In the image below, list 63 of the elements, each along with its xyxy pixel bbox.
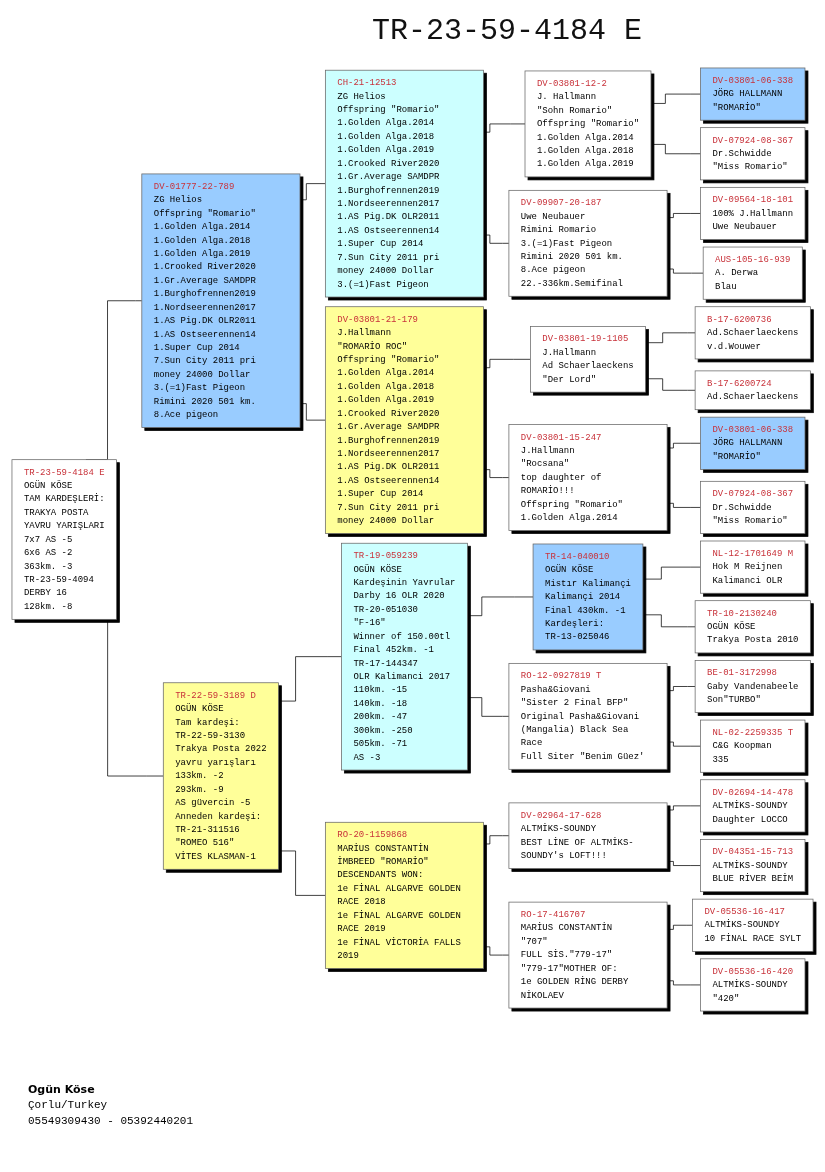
node-box: TR-10-2130240 OGÜN KÖSE Trakya Posta 2010 [694,600,811,654]
node-box: DV-03801-19-1105 J.Hallmann Ad Schaerlaeckens "Der Lord" [530,326,646,393]
node-box: DV-03801-06-338 JÖRG HALLMANN "ROMARİO" [700,416,806,470]
location-text: Çorlu/Turkey [28,1097,108,1113]
node-box: DV-05536-16-420 ALTMİKS-SOUNDY "420" [700,958,806,1012]
node-box: TR-22-59-3189 D OGÜN KÖSE Tam kardeşi: TR-22-59-3130 Trakya Posta 2022 yavru yarışları 133km. -2 293km. -9 AS güvercin -5 Anneden kardeşi: TR-21-311516 "ROMEO 516" VİTES KLASMAN-1 [162,682,279,870]
connector [666,502,701,508]
connector [666,686,696,691]
node-box: CH-21-12513 ZG Helios Offspring "Romario" 1.Golden Alga.2014 1.Golden Alga.2018 1.Golden Alga.2019 1.Crooked River2020 1.Gr.Average SAMDPR 1.Burghofrennen2019 1.Nordseerennen2017 1.AS Pig.DK OLR2011 1.AS Ostseerennen14 1.Super Cup 2014 7.Sun City 2011 pri money 24000 Dollar 3.(=1)Fast Pigeon [325,69,484,298]
connector [666,924,693,930]
connector [666,980,701,986]
page-title: TR-23-59-4184 E [372,14,643,48]
node-box: BE-01-3172998 Gaby Vandenabeele Son"TURBO" [694,660,811,713]
node-box: DV-07924-08-367 Dr.Schwidde "Miss Romario" [700,480,806,534]
node-box: RO-17-416707 MARİUS CONSTANTİN "707" FULL SİS."779-17" "779-17"MOTHER OF: 1e GOLDEN RİNG DERBY NİKOLAEV [508,901,668,1009]
connector [650,93,701,104]
node-box: DV-05536-16-417 ALTMİKS-SOUNDY 10 FİNAL RACE SYLT [692,898,814,952]
node-box: B-17-6200724 Ad.Schaerlaeckens [694,370,811,411]
node-box: DV-07924-08-367 Dr.Schwidde "Miss Romario" [700,127,806,181]
connector [666,741,701,747]
connector [666,213,701,218]
connector [467,697,510,717]
node-box: DV-03801-12-2 J. Hallmann "Sohn Romario" Offspring "Romario" 1.Golden Alga.2014 1.Golden Alga.2018 1.Golden Alga.2019 [524,70,652,178]
connector [645,332,696,344]
node-box: DV-03801-06-338 JÖRG HALLMANN "ROMARİO" [700,67,806,121]
node-box: AUS-105-16-939 A. Derwa Blau [702,246,803,300]
node-box: DV-02694-14-478 ALTMİKS-SOUNDY Daughter LOCCO [700,779,806,833]
node-box: DV-03801-15-247 J.Hallmann "Rocsana" top daughter of ROMARİO!!! Offspring "Romario" 1.Golden Alga.2014 [508,424,668,531]
node-box: RO-20-1159868 MARİUS CONSTANTİN İMBREED "ROMARİO" DESCENDANTS WON: 1e FİNAL ALGARVE GOLDEN RACE 2018 1e FİNAL ALGARVE GOLDEN RACE 2019 1e FİNAL VİCTORİA FALLS 2019 [325,821,484,969]
node-box: TR-19-059239 OGÜN KÖSE Kardeşinin Yavrular Darby 16 OLR 2020 TR-20-051030 "F-16" Winner of 150.00tl Final 452km. -1 TR-17-144347 OLR Kalimanci 2017 110km. -15 140km. -18 200km. -47 300km. -250 505km. -71 AS -3 [341,542,468,771]
node-box: DV-09564-18-101 100% J.Hallmann Uwe Neubauer [700,186,806,240]
connector [650,144,701,155]
node-box: TR-23-59-4184 E OGÜN KÖSE TAM KARDEŞLERİ: TRAKYA POSTA YAVRU YARIŞLARI 7x7 AS -5 6x6 AS -2 363km. -3 TR-23-59-4094 DERBY 16 128km. -8 [11,459,117,620]
connector [483,123,526,133]
connector [666,861,701,866]
breeder-name: Ogün Köse [28,1082,95,1098]
node-box: DV-01777-22-789 ZG Helios Offspring "Romario" 1.Golden Alga.2014 1.Golden Alga.2018 1.Golden Alga.2019 1.Crooked River2020 1.Gr.Average SAMDPR 1.Burghofrennen2019 1.Nordseerennen2017 1.AS Pig.DK OLR2011 1.AS Ostseerennen14 1.Super Cup 2014 7.Sun City 2011 pri money 24000 Dollar 3.(=1)Fast Pigeon Rimini 2020 501 km. 8.Ace pigeon [141,173,301,428]
connector [467,596,534,617]
connector [666,805,701,811]
node-box: DV-09907-20-187 Uwe Neubauer Rimini Romario 3.(=1)Fast Pigeon Rimini 2020 501 km. 8.Ace pigeon 22.-336km.Semifinal [508,189,668,297]
node-box: DV-04351-15-713 ALTMİKS-SOUNDY BLUE RİVER BEİM [700,839,806,893]
connector [483,946,510,956]
connector [483,234,510,244]
node-box: RO-12-0927819 T Pasha&Giovani "Sister 2 Final BFP" Original Pasha&Giovani (Mangalia) Black Sea Race Full Siter "Benim Güez' [508,663,668,770]
node-box: DV-02964-17-628 ALTMİKS-SOUNDY BEST LİNE OF ALTMİKS-SOUNDY's LOFT!!! [508,802,668,869]
node-box: DV-03801-21-179 J.Hallmann "ROMARİO ROC" Offspring "Romario" 1.Golden Alga.2014 1.Golden Alga.2018 1.Golden Alga.2019 1.Crooked River2020 1.Gr.Average SAMDPR 1.Burghofrennen2019 1.Nordseerennen2017 1.AS Pig.DK OLR2011 1.AS Ostseerennen14 1.Super Cup 2014 7.Sun City 2011 pri money 24000 Dollar [325,306,484,534]
connector [299,403,326,421]
connector [278,656,342,702]
connector [483,835,510,845]
node-box: NL-12-1701649 M Hok M Reijnen Kalimanci OLR [700,540,806,594]
connector [642,614,696,628]
connector [666,442,701,449]
connector [666,268,704,274]
connector [299,183,326,201]
connector [642,566,701,580]
phone-numbers: 05549309430 - 05392440201 [28,1113,194,1129]
connector [645,378,696,391]
node-box: NL-02-2259335 T C&G Koopman 335 [700,719,806,773]
connector [483,469,510,478]
connector [278,850,326,896]
node-box: B-17-6200736 Ad.Schaerlaeckens v.d.Wouwer [694,306,811,360]
connector [483,358,531,369]
node-box: TR-14-040010 OGÜN KÖSE Mistır Kalimançi Kalimançi 2014 Final 430km. -1 Kardeşleri: TR-13-025046 [532,543,644,651]
